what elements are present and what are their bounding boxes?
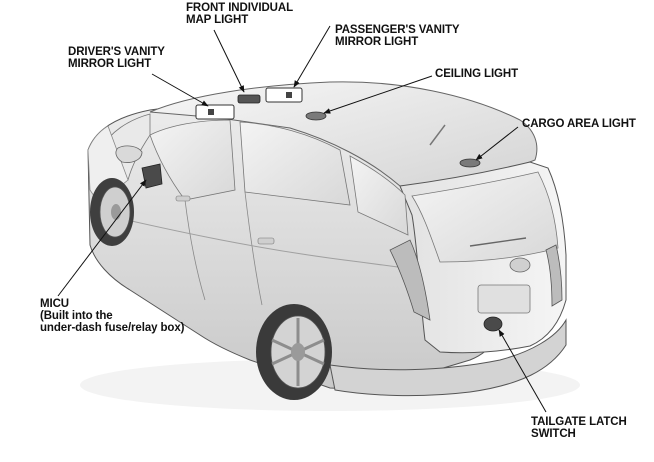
quarter-window [349,155,409,236]
label-passenger-vanity-mirror-light: PASSENGER'S VANITY MIRROR LIGHT [335,24,460,48]
leader-driver-vanity [151,73,209,107]
label-ceiling-light: CEILING LIGHT [435,68,518,80]
front-door-handle [175,195,191,202]
passenger-vanity-lamp-element [286,92,292,98]
front-side-window [149,119,236,201]
front-wheel [90,178,134,246]
cargo-area-light [459,158,481,168]
label-tailgate-latch-switch: TAILGATE LATCH SWITCH [531,416,627,440]
driver-vanity-mirror-light [195,104,235,120]
leader-micu [57,179,147,297]
rear-emblem [509,257,531,273]
side-mirror [115,145,143,163]
label-line: under-dash fuse/relay box) [40,322,185,334]
driver-vanity-lamp-element [208,109,214,115]
front-individual-map-light [237,94,261,104]
label-line: (Built into the [40,310,113,322]
label-micu: MICU (Built into the under-dash fuse/rel… [40,298,184,334]
rear-side-window [239,121,351,206]
label-line: CARGO AREA LIGHT [522,118,636,130]
rear-window [411,171,559,263]
leader-tailgate-switch [498,329,547,413]
leader-ceiling-light [323,75,433,114]
label-line: MIRROR LIGHT [68,58,152,70]
door-seam-rear [244,191,263,306]
leader-passenger-vanity [293,25,331,88]
leader-front-map-light [213,29,245,93]
label-line: FRONT INDIVIDUAL [186,2,294,14]
rear-wheel [256,304,332,400]
tail-light-right [545,244,563,307]
micu-fuse-box [141,163,163,189]
roof-antenna [429,124,446,146]
label-line: DRIVER'S VANITY [68,46,165,58]
tail-light-left [389,239,431,321]
label-cargo-area-light: CARGO AREA LIGHT [522,118,636,130]
label-line: SWITCH [531,428,576,440]
ceiling-light [305,111,327,121]
door-seam-front [184,199,206,301]
callout-leaders [57,25,547,413]
label-line: MIRROR LIGHT [335,36,419,48]
rear-wiper [469,237,527,247]
label-line: MAP LIGHT [186,14,249,26]
label-line: CEILING LIGHT [435,68,519,80]
rear-door-handle [257,237,275,245]
label-front-individual-map-light: FRONT INDIVIDUAL MAP LIGHT [186,2,293,26]
license-plate-recess [477,284,531,314]
vehicle-roof [149,81,538,187]
label-line: PASSENGER'S VANITY [335,24,460,36]
body-character-line [104,214,421,271]
tailgate-latch-switch [483,316,503,332]
label-line: MICU [40,298,69,310]
passenger-vanity-mirror-light [265,87,303,103]
leader-cargo-area-light [475,126,519,161]
rear-bumper [329,318,567,397]
label-line: TAILGATE LATCH [531,416,627,428]
label-drivers-vanity-mirror-light: DRIVER'S VANITY MIRROR LIGHT [68,46,165,70]
